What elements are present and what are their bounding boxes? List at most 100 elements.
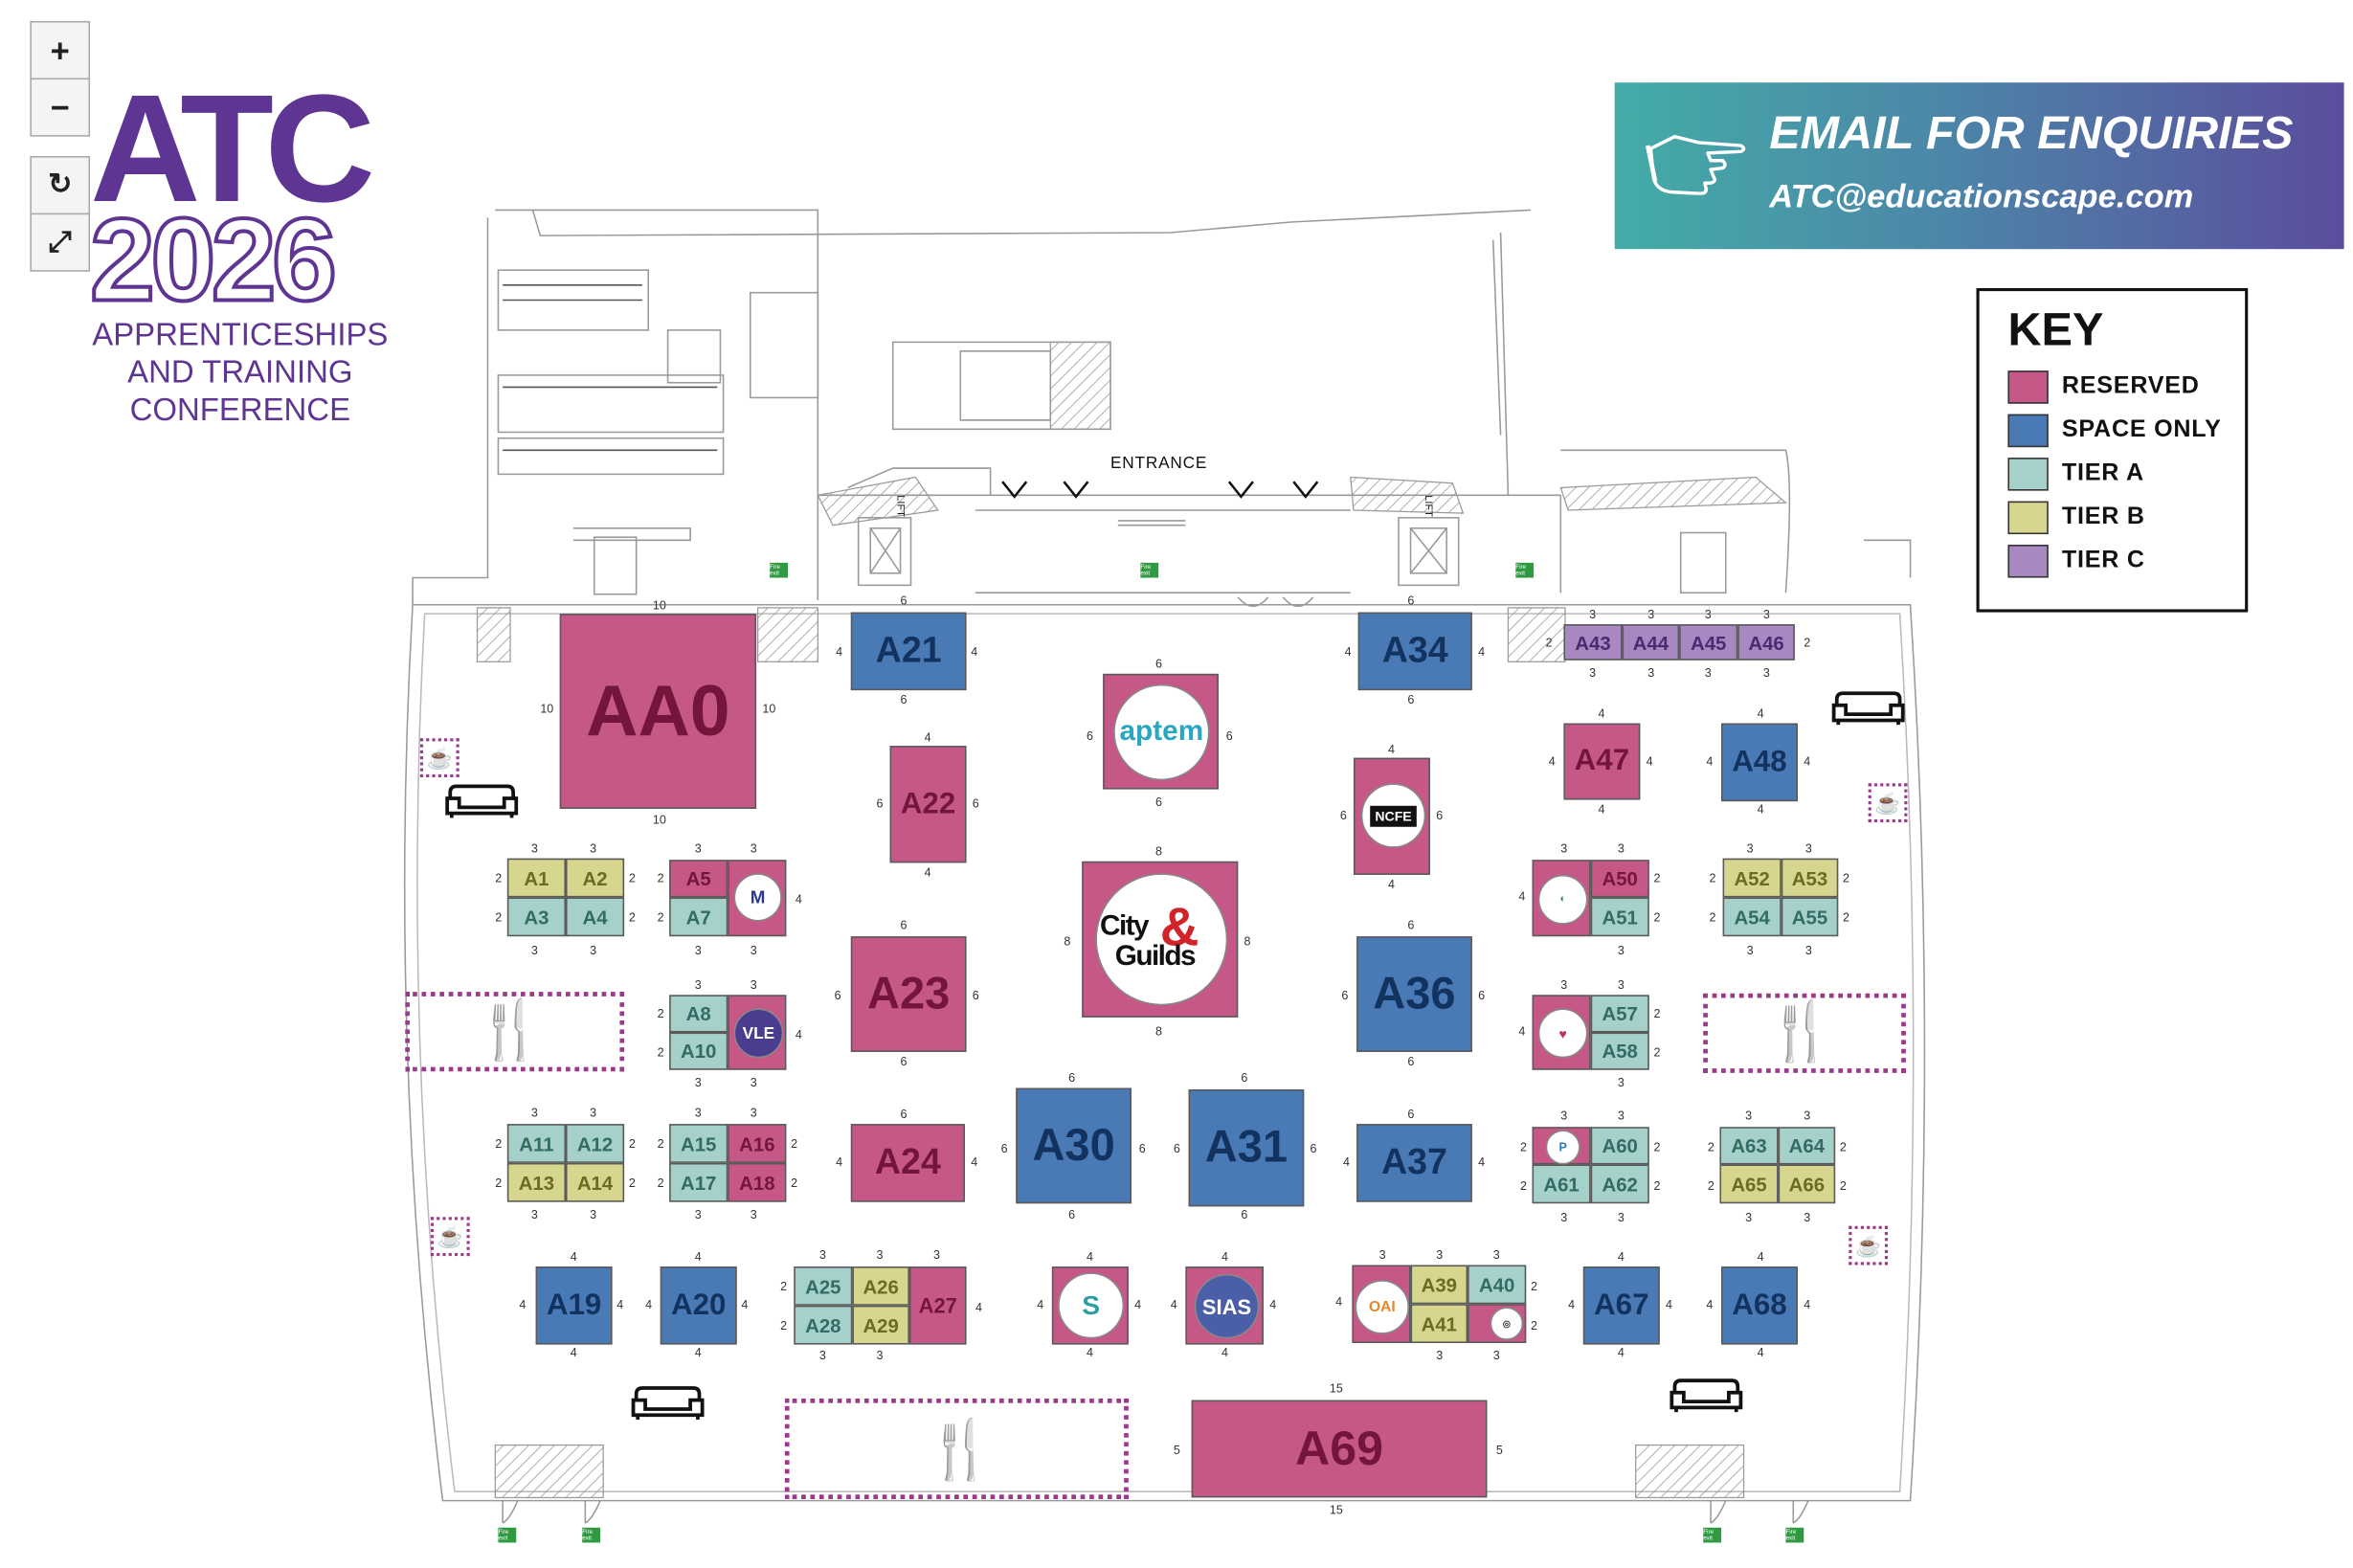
booth-a65[interactable]: A65 (1719, 1164, 1779, 1204)
booth-a62[interactable]: A62 (1590, 1164, 1649, 1204)
booth-a60[interactable]: A60 (1590, 1127, 1649, 1165)
fire-exit-sign: Fire exit (770, 562, 788, 578)
booth-aa0[interactable]: AA0 (559, 614, 757, 809)
booth-a64[interactable]: A64 (1778, 1127, 1836, 1165)
zoom-in-button[interactable]: + (30, 20, 91, 80)
aptem-logo: aptem (1113, 683, 1210, 781)
booth-a41[interactable]: A41 (1410, 1304, 1468, 1344)
booth-a24[interactable]: A24 (850, 1124, 965, 1202)
fullscreen-button[interactable]: ⤢ (30, 213, 91, 272)
booth-a58[interactable]: A58 (1590, 1032, 1649, 1070)
booth-a47[interactable]: A47 (1563, 723, 1641, 800)
lift-label-right: LIFT (1423, 495, 1434, 517)
booth-a30[interactable]: A30 (1016, 1087, 1132, 1204)
cutlery-icon: 🍴 (1765, 1000, 1837, 1064)
ncfe-logo: NCFE (1360, 783, 1426, 848)
pointing-hand-icon (1645, 134, 1746, 195)
entrance-label: ENTRANCE (1110, 454, 1208, 473)
coffee-point (430, 1217, 470, 1257)
booth-a43[interactable]: A43 (1563, 624, 1623, 661)
booth-a66[interactable]: A66 (1778, 1164, 1836, 1204)
booth-a68[interactable]: A68 (1721, 1266, 1798, 1345)
booth-a28[interactable]: A28 (794, 1305, 853, 1345)
booth-a16[interactable]: A16 (728, 1124, 787, 1163)
booth-a25[interactable]: A25 (794, 1266, 853, 1306)
booth-a22[interactable]: A22 (889, 746, 967, 863)
booth-a46[interactable]: A46 (1737, 624, 1795, 661)
banner-heading: EMAIL FOR ENQUIRIES (1769, 106, 2294, 160)
booth-a3[interactable]: A3 (506, 897, 566, 937)
booth-a10[interactable]: A10 (669, 1032, 728, 1070)
booth-a51[interactable]: A51 (1590, 897, 1649, 937)
booth-a14[interactable]: A14 (565, 1162, 625, 1202)
enquiries-banner[interactable]: EMAIL FOR ENQUIRIES ATC@educationscape.c… (1614, 82, 2344, 250)
booth-a1[interactable]: A1 (506, 858, 566, 898)
logo-title: ATC (90, 62, 375, 235)
booth-a2[interactable]: A2 (565, 858, 625, 898)
booth-a23[interactable]: A23 (850, 936, 967, 1052)
booth-a53[interactable]: A53 (1781, 858, 1839, 898)
booth-a39[interactable]: A39 (1410, 1265, 1468, 1305)
booth-a34[interactable]: A34 (1357, 612, 1472, 691)
coffee-cup-icon: ☕ (1854, 1232, 1882, 1257)
booth-a31[interactable]: A31 (1188, 1089, 1305, 1207)
legend-label-tier-a: TIER A (2061, 460, 2144, 486)
banner-email-link[interactable]: ATC@educationscape.com (1769, 176, 2194, 215)
catering-area (1703, 993, 1906, 1073)
fire-exit-sign: Fire exit (1140, 562, 1159, 578)
booth-a67[interactable]: A67 (1582, 1266, 1660, 1345)
legend-label-reserved: RESERVED (2061, 373, 2200, 399)
booth-a63[interactable]: A63 (1719, 1127, 1779, 1165)
booth-a29[interactable]: A29 (852, 1305, 909, 1345)
logo-year: 2026 (88, 193, 339, 326)
booth-a37[interactable]: A37 (1356, 1124, 1472, 1202)
fire-exit-sign: Fire exit (498, 1527, 517, 1543)
reset-view-button[interactable]: ↻ (30, 156, 91, 215)
booth-a15[interactable]: A15 (669, 1124, 728, 1163)
zoom-out-button[interactable]: − (30, 78, 91, 137)
booth-a50[interactable]: A50 (1590, 860, 1649, 898)
legend-label-space-only: SPACE ONLY (2061, 416, 2222, 443)
legend-title: KEY (2007, 302, 2104, 356)
legend-key: KEY RESERVED SPACE ONLY TIER A TIER B TI… (1976, 287, 2249, 613)
booth-a17[interactable]: A17 (669, 1162, 728, 1202)
booth-a27[interactable]: A27 (908, 1266, 967, 1345)
booth-a57[interactable]: A57 (1590, 995, 1649, 1033)
booth-a5[interactable]: A5 (669, 860, 728, 898)
booth-a20[interactable]: A20 (660, 1266, 737, 1345)
sofa-icon (1670, 1378, 1743, 1413)
booth-a7[interactable]: A7 (669, 897, 728, 937)
catering-area (405, 992, 625, 1072)
booth-a21[interactable]: A21 (850, 612, 967, 691)
fire-exit-sign: Fire exit (1703, 1527, 1722, 1543)
booth-a69[interactable]: A69 (1191, 1400, 1488, 1498)
booth-a45[interactable]: A45 (1679, 624, 1738, 661)
minus-icon: − (50, 87, 70, 125)
booth-a8[interactable]: A8 (669, 995, 728, 1033)
booth-a54[interactable]: A54 (1722, 897, 1782, 937)
booth-a26[interactable]: A26 (852, 1266, 909, 1306)
booth-a12[interactable]: A12 (565, 1124, 625, 1163)
booth-a13[interactable]: A13 (506, 1162, 566, 1202)
booth-a61[interactable]: A61 (1532, 1164, 1591, 1204)
booth-a11[interactable]: A11 (506, 1124, 566, 1163)
refresh-icon: ↻ (48, 169, 73, 202)
legend-swatch-tier-c (2007, 545, 2049, 578)
booth-a55[interactable]: A55 (1781, 897, 1839, 937)
booth-a52[interactable]: A52 (1722, 858, 1782, 898)
exhibitor-logo-a49: ◐ (1537, 874, 1588, 925)
legend-swatch-tier-b (2007, 501, 2049, 535)
fire-exit-sign: Fire exit (1515, 562, 1535, 578)
booth-a4[interactable]: A4 (565, 897, 625, 937)
booth-a44[interactable]: A44 (1622, 624, 1680, 661)
booth-a40[interactable]: A40 (1468, 1265, 1527, 1305)
fire-exit-sign: Fire exit (582, 1527, 601, 1543)
booth-a19[interactable]: A19 (535, 1266, 613, 1345)
legend-swatch-reserved (2007, 370, 2049, 404)
logo-subtitle-line1: APPRENTICESHIPS (92, 318, 389, 353)
booth-a36[interactable]: A36 (1356, 936, 1472, 1052)
booth-a18[interactable]: A18 (728, 1162, 787, 1202)
booth-a48[interactable]: A48 (1721, 723, 1798, 802)
